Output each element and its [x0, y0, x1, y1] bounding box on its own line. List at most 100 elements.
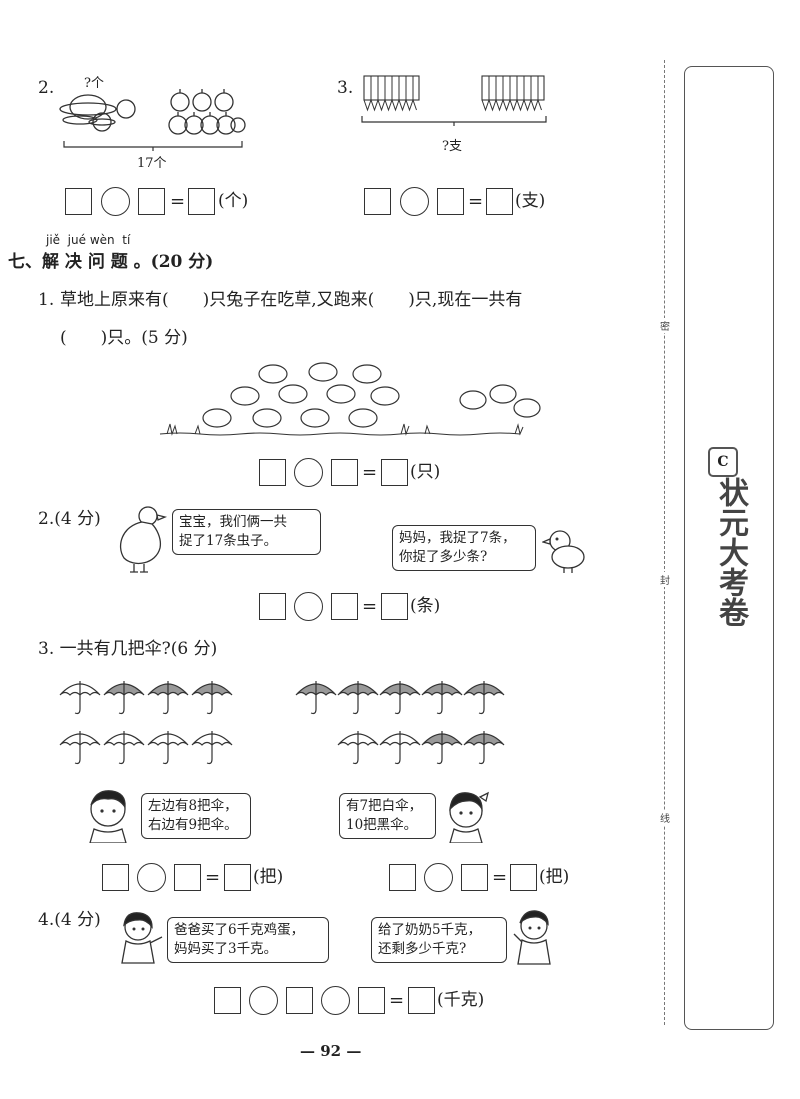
- girl-icon: [449, 791, 489, 843]
- q2-bottom-label: 17个: [137, 156, 167, 171]
- umbrella-group-right: [295, 680, 505, 765]
- answer-box[interactable]: [188, 188, 215, 215]
- unit-label: (个): [218, 191, 249, 211]
- bubble-line: 右边有9把伞。: [148, 817, 238, 833]
- chick-icon: [542, 530, 585, 573]
- answer-box[interactable]: [510, 864, 537, 891]
- p3-title: 3. 一共有几把伞?(6 分): [38, 639, 218, 659]
- umbrella-icon: [295, 680, 337, 715]
- operator-circle[interactable]: [294, 458, 323, 487]
- umbrella-icon: [463, 680, 505, 715]
- umbrella-icon: [103, 730, 145, 765]
- speech-bubble: 左边有8把伞， 右边有9把伞。: [141, 793, 251, 839]
- page-number: — 92 —: [300, 1042, 362, 1060]
- bubble-line: 妈妈，我捉了7条，: [399, 530, 516, 546]
- seal-mark: 封: [660, 572, 670, 587]
- answer-box[interactable]: [331, 593, 358, 620]
- umbrella-icon: [421, 680, 463, 715]
- bubble-line: 左边有8把伞，: [148, 798, 238, 814]
- equals-sign: =: [362, 462, 378, 483]
- umbrella-group-left: [59, 680, 233, 765]
- q2-brace: [63, 141, 243, 151]
- answer-box[interactable]: [174, 864, 201, 891]
- umbrella-icon: [103, 680, 145, 715]
- speech-bubble: 给了奶奶5千克， 还剩多少千克?: [371, 917, 507, 963]
- q3-number: 3.: [337, 78, 354, 98]
- rabbit-icons: [202, 362, 541, 428]
- answer-box[interactable]: [259, 593, 286, 620]
- operator-circle[interactable]: [249, 986, 278, 1015]
- grass-line: [159, 432, 521, 436]
- operator-circle[interactable]: [101, 187, 130, 216]
- brand-logo-icon: C: [708, 447, 738, 477]
- umbrella-icon: [147, 680, 189, 715]
- q2-illustration: [59, 89, 246, 151]
- q2-top-label: ?个: [84, 76, 104, 91]
- unit-label: (支): [515, 191, 546, 211]
- umbrella-icon: [463, 730, 505, 765]
- q3-bottom-label: ?支: [442, 139, 462, 154]
- cut-line: [664, 60, 665, 1025]
- answer-box[interactable]: [259, 459, 286, 486]
- answer-box[interactable]: [224, 864, 251, 891]
- answer-box[interactable]: [358, 987, 385, 1014]
- unit-label: (条): [410, 596, 441, 616]
- speech-bubble: 妈妈，我捉了7条， 你捉了多少条?: [392, 525, 536, 571]
- equals-sign: =: [205, 867, 221, 888]
- answer-box[interactable]: [102, 864, 129, 891]
- answer-box[interactable]: [214, 987, 241, 1014]
- unit-label: (只): [410, 462, 441, 482]
- q3-illustration: [361, 75, 547, 126]
- q2-number: 2.: [38, 78, 55, 98]
- answer-box[interactable]: [364, 188, 391, 215]
- umbrella-icon: [421, 730, 463, 765]
- speech-bubble: 爸爸买了6千克鸡蛋， 妈妈买了3千克。: [167, 917, 329, 963]
- answer-box[interactable]: [461, 864, 488, 891]
- ball-icon: [59, 94, 136, 132]
- bubble-line: 有7把白伞，: [346, 798, 423, 814]
- umbrella-icon: [147, 730, 189, 765]
- operator-circle[interactable]: [321, 986, 350, 1015]
- operator-circle[interactable]: [137, 863, 166, 892]
- answer-box[interactable]: [437, 188, 464, 215]
- rabbits-illustration: [159, 362, 541, 436]
- answer-box[interactable]: [65, 188, 92, 215]
- equals-sign: =: [362, 596, 378, 617]
- grass-tufts: [166, 423, 524, 436]
- section-title: 七、解 决 问 题 。(20 分): [8, 252, 214, 272]
- umbrella-icon: [59, 730, 101, 765]
- equals-sign: =: [389, 990, 405, 1011]
- operator-circle[interactable]: [424, 863, 453, 892]
- answer-box[interactable]: [138, 188, 165, 215]
- unit-label: (千克): [437, 990, 485, 1010]
- answer-box[interactable]: [286, 987, 313, 1014]
- answer-box[interactable]: [381, 593, 408, 620]
- bubble-line: 宝宝，我们俩一共: [179, 514, 287, 530]
- boy-icon: [513, 910, 551, 965]
- umbrella-icon: [379, 680, 421, 715]
- answer-box[interactable]: [331, 459, 358, 486]
- bubble-line: 捉了17条虫子。: [179, 533, 278, 549]
- girl-icon: [121, 912, 163, 964]
- bubble-line: 给了奶奶5千克，: [378, 922, 482, 938]
- bubble-line: 10把黑伞。: [346, 817, 418, 833]
- umbrella-icon: [379, 730, 421, 765]
- answer-box[interactable]: [389, 864, 416, 891]
- p4-number: 4.(4 分): [38, 910, 101, 930]
- umbrella-icon: [337, 730, 379, 765]
- p1-number: 1.: [38, 290, 55, 310]
- answer-box[interactable]: [381, 459, 408, 486]
- unit-label: (把): [253, 867, 284, 887]
- answer-box[interactable]: [486, 188, 513, 215]
- answer-box[interactable]: [408, 987, 435, 1014]
- p1-text-line1: 草地上原来有( )只兔子在吃草,又跑来( )只,现在一共有: [60, 290, 523, 310]
- boy-icon: [89, 790, 127, 843]
- operator-circle[interactable]: [294, 592, 323, 621]
- umbrella-icon: [59, 680, 101, 715]
- operator-circle[interactable]: [400, 187, 429, 216]
- seal-mark: 线: [660, 810, 670, 825]
- umbrella-icon: [191, 730, 233, 765]
- seal-mark: 密: [660, 318, 670, 333]
- equals-sign: =: [170, 191, 186, 212]
- speech-bubble: 有7把白伞， 10把黑伞。: [339, 793, 436, 839]
